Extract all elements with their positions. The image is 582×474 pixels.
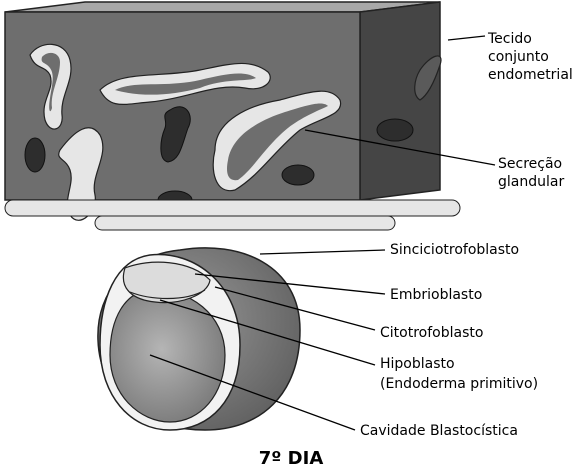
label-endometrial-tissue-line1: Tecido bbox=[488, 30, 573, 48]
leader-sincicio bbox=[260, 250, 385, 254]
epithelium-strip-2 bbox=[95, 216, 395, 230]
label-embrioblasto: Embrioblasto bbox=[390, 286, 482, 304]
block-side-face bbox=[360, 2, 440, 200]
blastocyst bbox=[98, 248, 300, 430]
label-endometrial-tissue-line3: endometrial bbox=[488, 66, 573, 84]
label-endometrial-tissue-line2: conjunto bbox=[488, 48, 573, 66]
leader-tissue bbox=[448, 36, 485, 40]
vessel-4 bbox=[282, 165, 314, 185]
label-cavidade-blastocistica: Cavidade Blastocística bbox=[360, 422, 518, 440]
diagram-title: 7º DIA bbox=[0, 448, 582, 469]
label-endometrial-tissue: Tecido conjunto endometrial bbox=[488, 30, 573, 84]
label-glandular-secretion: Secreção glandular bbox=[498, 155, 564, 191]
epithelium-strip bbox=[5, 200, 460, 216]
label-hipoblasto: Hipoblasto bbox=[380, 355, 455, 373]
epithelium bbox=[5, 200, 460, 230]
vessel-1 bbox=[25, 138, 45, 172]
vessel-5 bbox=[377, 119, 413, 141]
label-glandular-secretion-line2: glandular bbox=[498, 173, 564, 191]
label-hipoblasto-sub: (Endoderma primitivo) bbox=[380, 375, 538, 393]
label-glandular-secretion-line1: Secreção bbox=[498, 155, 564, 173]
label-citotrofoblasto: Citotrofoblasto bbox=[380, 324, 483, 342]
label-sinciciotrofoblasto: Sinciciotrofoblasto bbox=[390, 241, 519, 259]
